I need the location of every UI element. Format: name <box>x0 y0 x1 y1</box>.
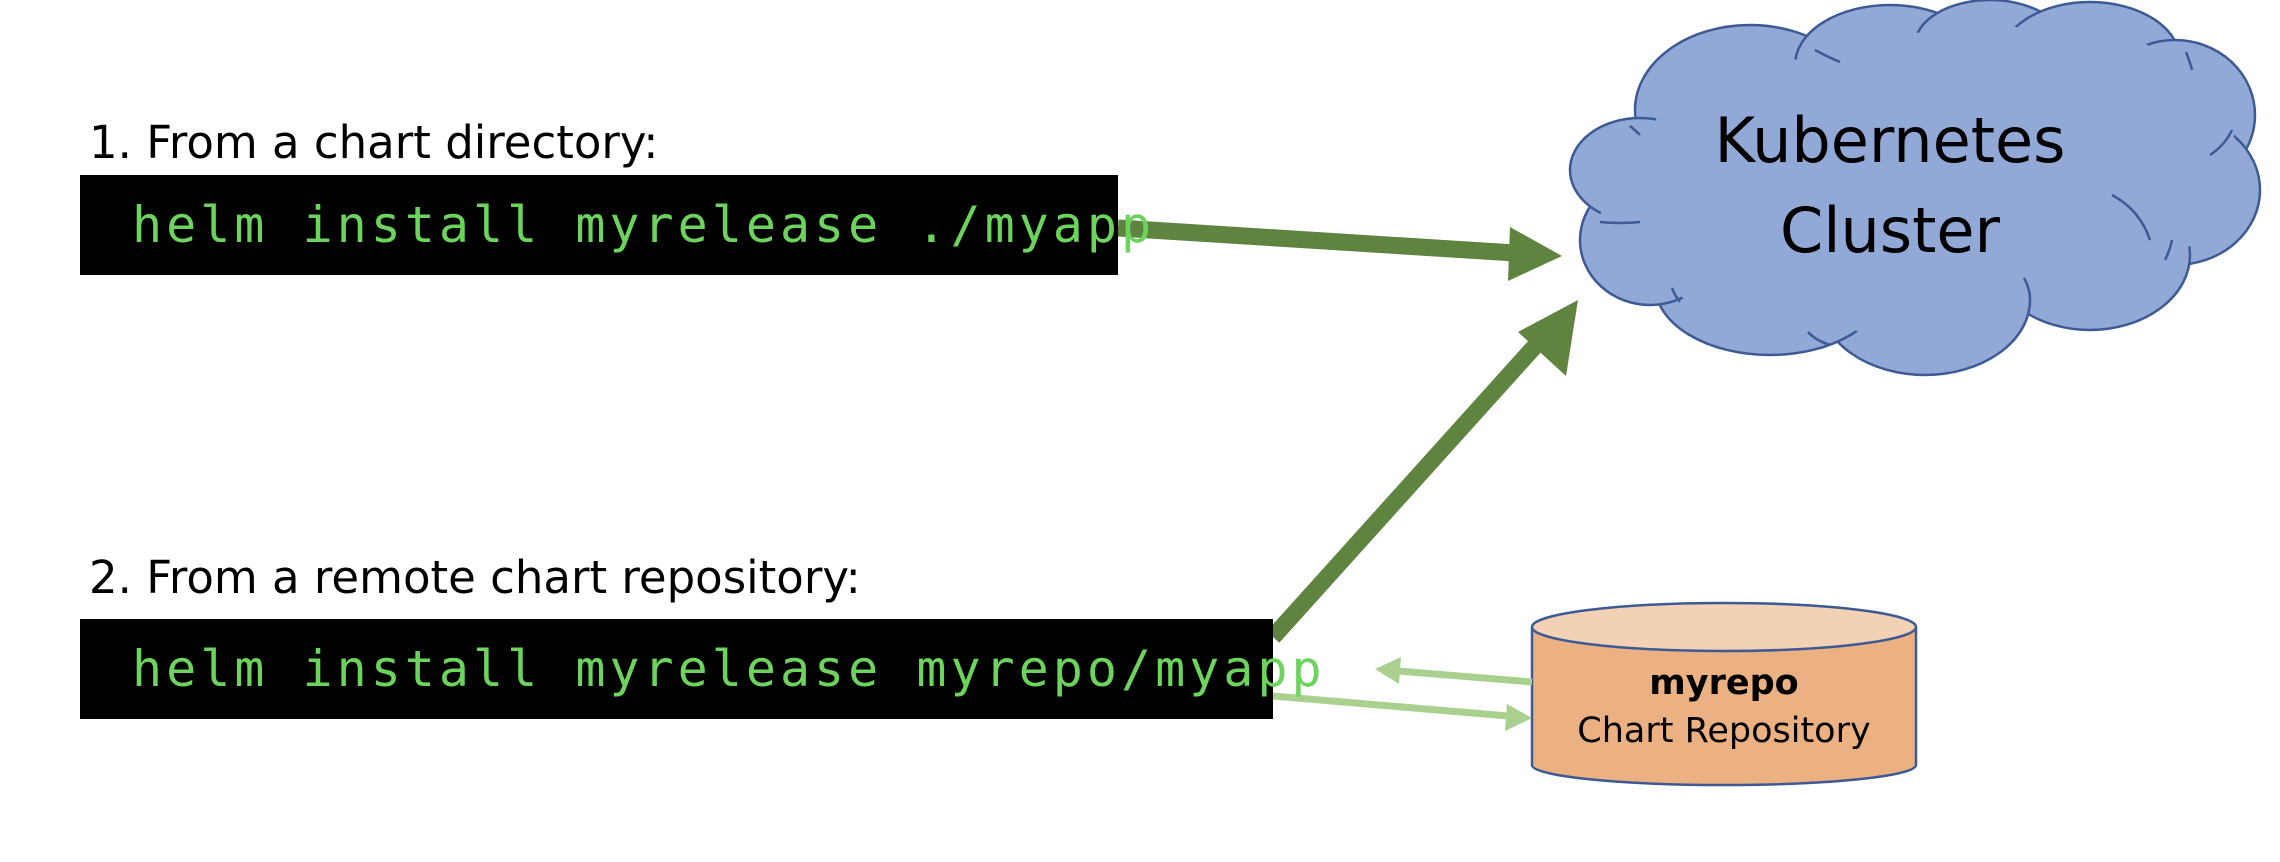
kubernetes-cluster-cloud <box>1568 0 2262 377</box>
step-2-command: helm install myrelease myrepo/myapp <box>132 640 1326 698</box>
cluster-label-line1: Kubernetes <box>1714 104 2066 177</box>
arrow-cmd2-to-repo <box>1272 692 1532 731</box>
repository-name: myrepo <box>1649 663 1799 703</box>
step-2-label: 2. From a remote chart repository: <box>89 551 861 604</box>
step-2-command-box: helm install myrelease myrepo/myapp <box>80 619 1322 719</box>
arrow-repo-to-cmd2 <box>1375 657 1533 686</box>
step-1-command: helm install myrelease ./myapp <box>132 196 1156 254</box>
repository-label: myrepo Chart Repository <box>1532 660 1916 756</box>
cluster-label: Kubernetes Cluster <box>1590 96 2190 276</box>
chart-repository-cylinder <box>1530 601 1918 787</box>
arrow-cmd1-to-cluster <box>1117 219 1562 281</box>
cluster-label-line2: Cluster <box>1779 194 2001 267</box>
arrow-cmd2-to-cluster <box>1266 300 1578 643</box>
repository-description: Chart Repository <box>1577 711 1871 751</box>
step-1-command-box: helm install myrelease ./myapp <box>80 175 1151 275</box>
step-1-label: 1. From a chart directory: <box>89 116 659 169</box>
